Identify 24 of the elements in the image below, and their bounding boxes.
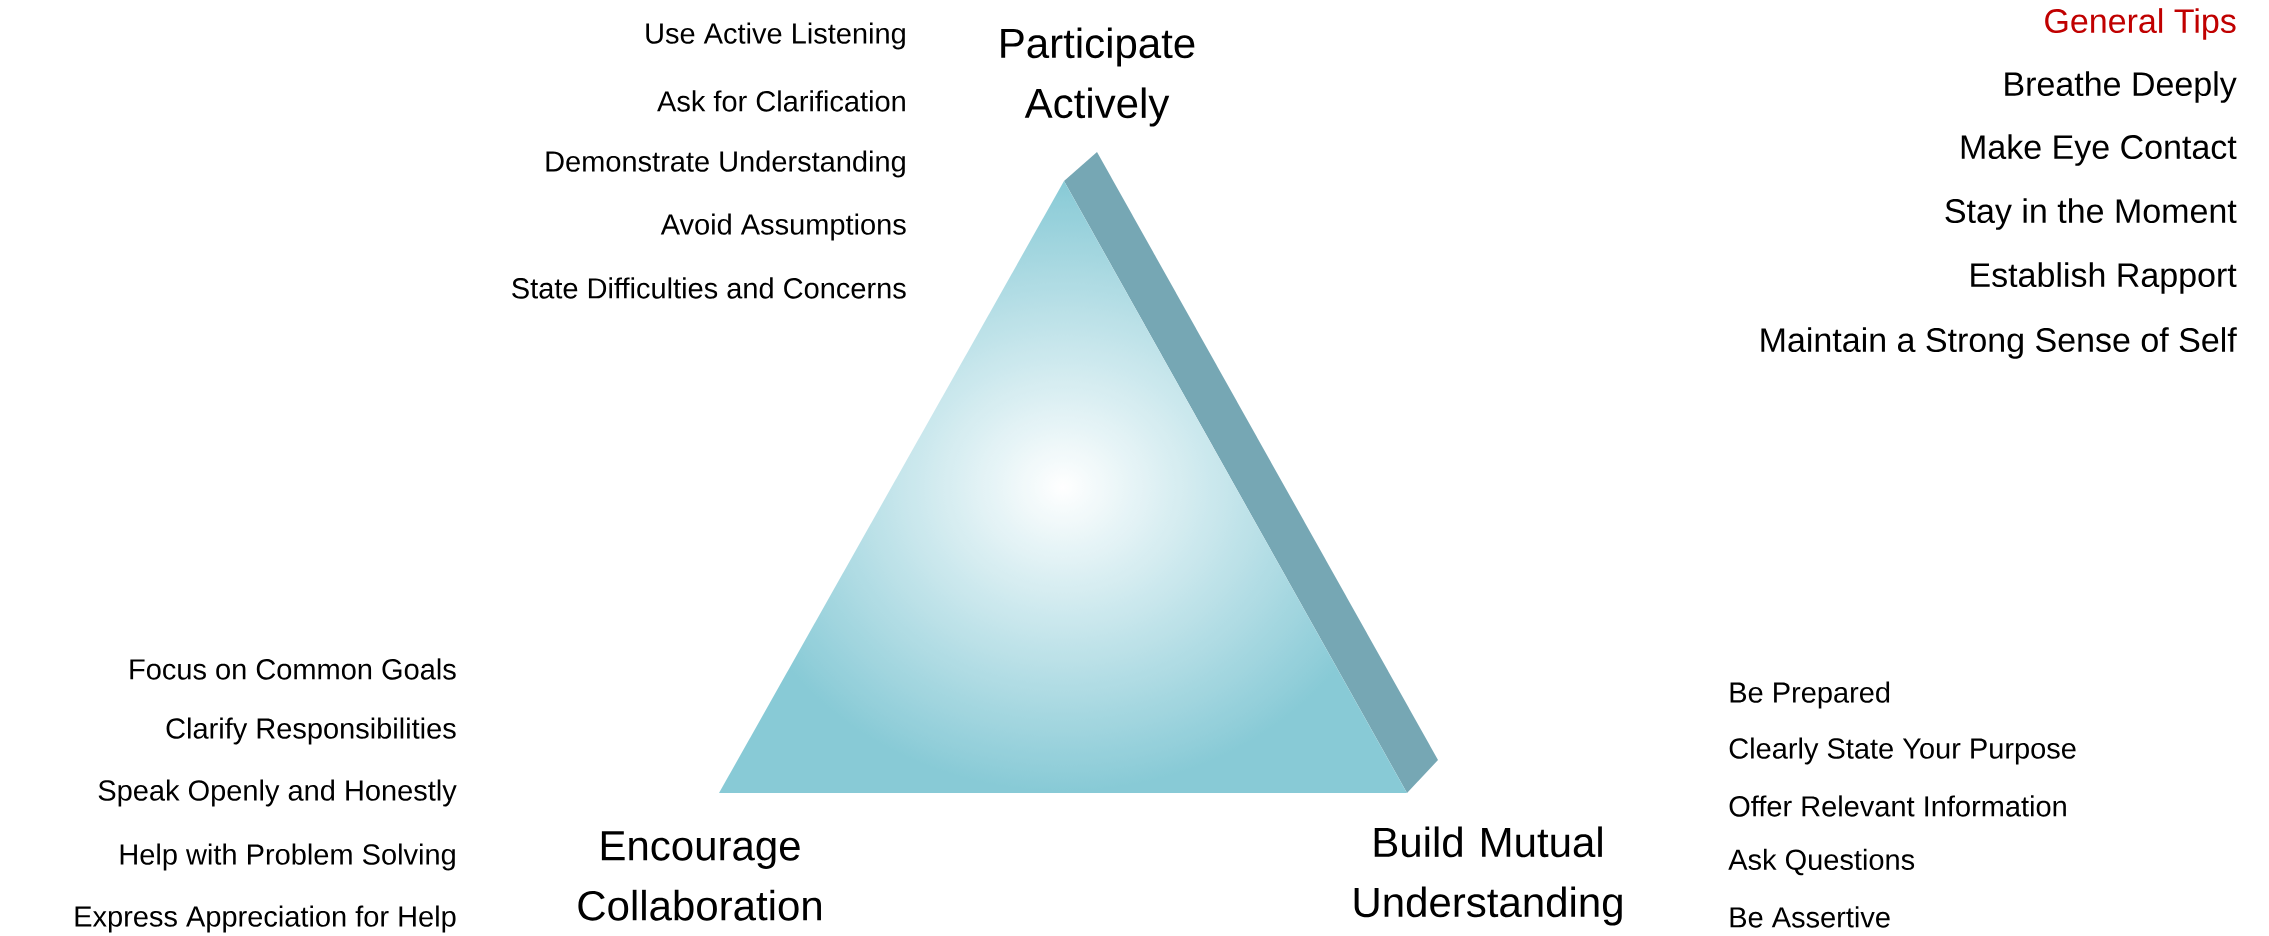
list-item: Help with Problem Solving (120, 843, 455, 871)
list-item: Clearly State Your Purpose (1729, 737, 2076, 765)
list-item: Maintain a Strong Sense of Self (1761, 327, 2237, 359)
list-item: Demonstrate Understanding (546, 150, 905, 178)
list-item: Use Active Listening (646, 22, 905, 50)
list-item: Breathe Deeply (2005, 71, 2237, 103)
list-item: Stay in the Moment (1945, 198, 2237, 230)
list-item: Ask for Clarification (657, 90, 905, 112)
corner-label: Participate Actively (1001, 27, 1195, 127)
corner-label: Build Mutual Understanding (1354, 826, 1622, 926)
list-item: Avoid Assumptions (660, 213, 906, 241)
list-item: Make Eye Contact (1961, 134, 2237, 166)
list-item: Be Prepared (1730, 681, 1890, 709)
list-item: Speak Openly and Honestly (98, 779, 457, 807)
list-item: Offer Relevant Information (1729, 795, 2066, 817)
list-heading: General Tips (2045, 8, 2236, 40)
list-item: Be Assertive (1730, 906, 1890, 928)
corner-label: Encourage Collaboration (578, 831, 821, 921)
list-item: State Difficulties and Concerns (512, 277, 906, 299)
list-item: Ask Questions (1728, 848, 1915, 876)
list-item: Express Appreciation for Help (75, 905, 456, 933)
list-item: Establish Rapport (1971, 262, 2237, 294)
list-item: Focus on Common Goals (130, 658, 456, 680)
list-item: Clarify Responsibilities (166, 717, 456, 745)
